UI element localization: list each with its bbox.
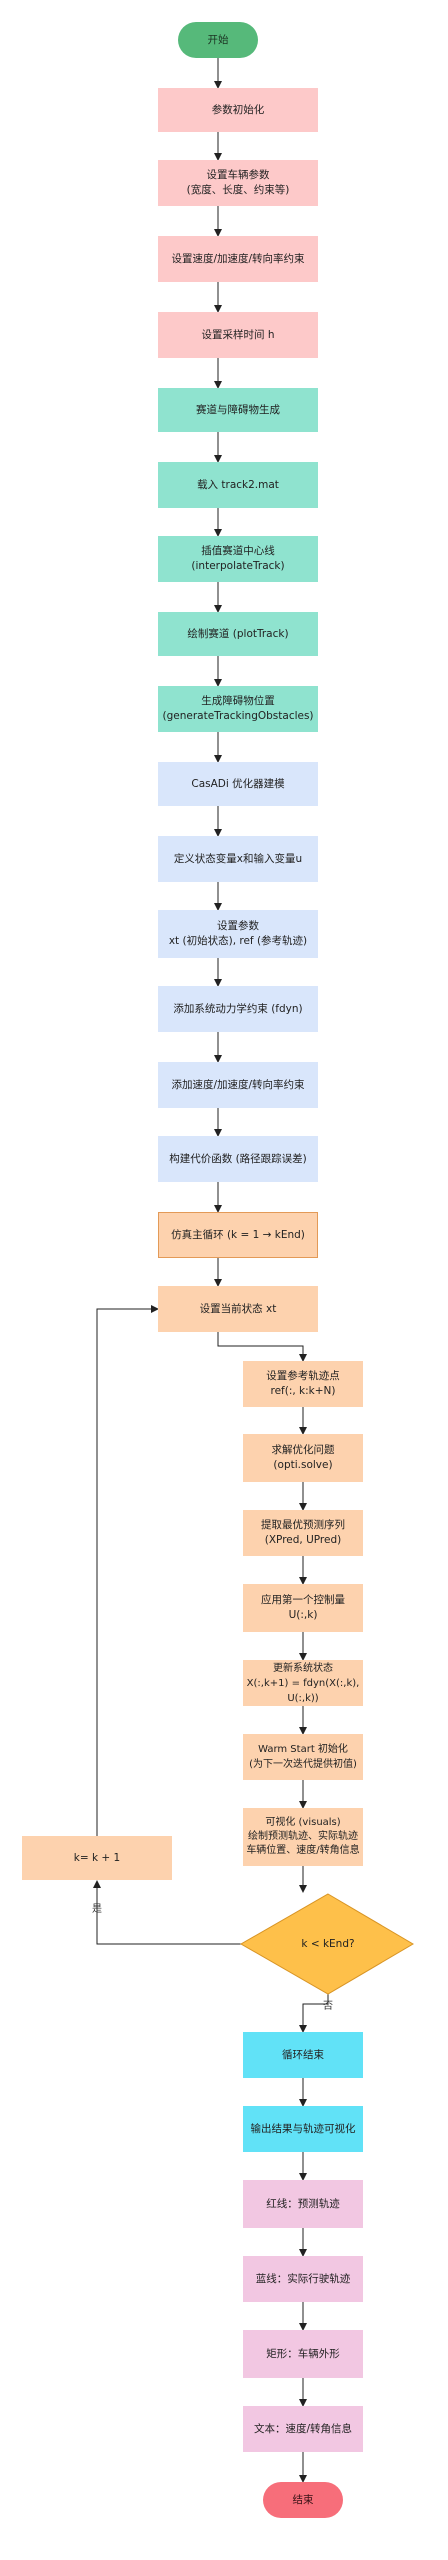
vehicle-params-node: 设置车辆参数 (宽度、长度、约束等) bbox=[158, 160, 318, 206]
finish-node: 结束 bbox=[263, 2482, 343, 2518]
set-state-node: 设置当前状态 xt bbox=[158, 1286, 318, 1332]
extract-node: 提取最优预测序列 (XPred, UPred) bbox=[243, 1510, 363, 1556]
visualize-node: 可视化 (visuals) 绘制预测轨迹、实际轨迹 车辆位置、速度/转角信息 bbox=[243, 1808, 363, 1866]
decision-node-shape bbox=[239, 1893, 414, 1995]
edge-label-no: 否 bbox=[323, 2001, 333, 2012]
rect-node: 矩形：车辆外形 bbox=[243, 2330, 363, 2378]
loop-end-node: 循环结束 bbox=[243, 2032, 363, 2078]
plot-track-node: 绘制赛道 (plotTrack) bbox=[158, 612, 318, 656]
edge-increment-setstate bbox=[96, 1305, 159, 1836]
sample-time-node: 设置采样时间 h bbox=[158, 312, 318, 358]
start-node: 开始 bbox=[178, 22, 258, 58]
init-params-node: 参数初始化 bbox=[158, 88, 318, 132]
add-constraints-node: 添加速度/加速度/转向率约束 bbox=[158, 1062, 318, 1108]
dyn-constraint-node: 添加系统动力学约束 (fdyn) bbox=[158, 986, 318, 1032]
update-node: 更新系统状态 X(:,k+1) = fdyn(X(:,k), U(:,k)) bbox=[243, 1660, 363, 1706]
casadi-node: CasADi 优化器建模 bbox=[158, 762, 318, 806]
set-params-node: 设置参数 xt (初始状态), ref (参考轨迹) bbox=[158, 910, 318, 958]
apply-node: 应用第一个控制量 U(:,k) bbox=[243, 1584, 363, 1632]
increment-node: k= k + 1 bbox=[22, 1836, 172, 1880]
constraints-init-node: 设置速度/加速度/转向率约束 bbox=[158, 236, 318, 282]
edge-decision-no bbox=[299, 1986, 329, 2033]
load-track-node: 载入 track2.mat bbox=[158, 462, 318, 508]
edge-decision-yes bbox=[93, 1880, 241, 1945]
warm-start-node: Warm Start 初始化 (为下一次迭代提供初值) bbox=[243, 1734, 363, 1780]
obstacles-node: 生成障碍物位置 (generateTrackingObstacles) bbox=[158, 686, 318, 732]
main-loop-node: 仿真主循环 (k = 1 → kEnd) bbox=[158, 1212, 318, 1258]
edge-label-yes: 是 bbox=[92, 1904, 102, 1915]
text-info-node: 文本：速度/转角信息 bbox=[243, 2406, 363, 2452]
output-node: 输出结果与轨迹可视化 bbox=[243, 2106, 363, 2152]
solve-node: 求解优化问题 (opti.solve) bbox=[243, 1434, 363, 1482]
edge-setstate-setref bbox=[217, 1332, 307, 1362]
blue-line-node: 蓝线：实际行驶轨迹 bbox=[243, 2256, 363, 2302]
define-vars-node: 定义状态变量x和输入变量u bbox=[158, 836, 318, 882]
interp-track-node: 插值赛道中心线 (interpolateTrack) bbox=[158, 536, 318, 582]
decision-node: k < kEnd? bbox=[301, 1937, 355, 1950]
track-gen-node: 赛道与障碍物生成 bbox=[158, 388, 318, 432]
red-line-node: 红线：预测轨迹 bbox=[243, 2180, 363, 2228]
cost-node: 构建代价函数 (路径跟踪误差) bbox=[158, 1136, 318, 1182]
set-ref-node: 设置参考轨迹点 ref(:, k:k+N) bbox=[243, 1361, 363, 1407]
